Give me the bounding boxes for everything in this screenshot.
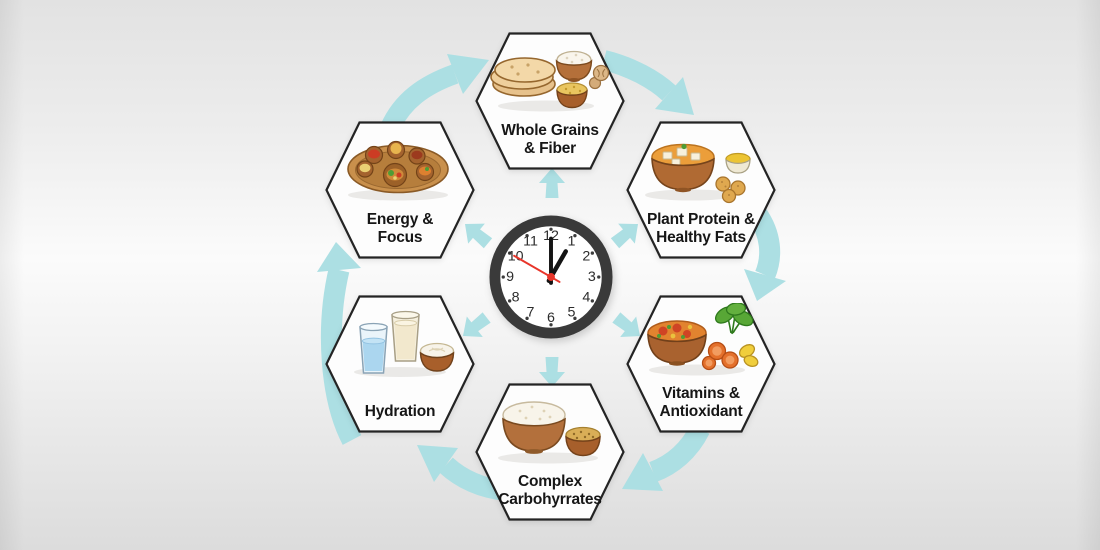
thali-icon [347, 140, 449, 201]
complex-carbs-icon [498, 401, 601, 464]
clock-numbers: 12 1 2 3 4 5 6 7 8 9 10 11 [506, 228, 596, 326]
yogurt-bowl [419, 342, 455, 372]
arrow-vitamins-to-complex-carbs [622, 423, 710, 491]
node-label: Whole Grains & Fiber [501, 121, 599, 158]
small-arrow-to-energy [465, 223, 493, 249]
node-vitamins-antioxidant: Vitamins & Antioxidant [626, 295, 776, 433]
laddu-balls [715, 176, 746, 204]
node-label: Vitamins & Antioxidant [659, 384, 743, 421]
vitamins-icon [647, 303, 759, 376]
small-arrow-to-complex-carbs [539, 357, 565, 387]
node-plant-protein-healthy-fats: Plant Protein & Healthy Fats [626, 121, 776, 259]
thali-bowls [356, 140, 435, 188]
lemon-wedges [738, 344, 759, 367]
small-arrow-to-vitamins [612, 312, 640, 338]
walnut [588, 64, 610, 90]
rice-bowl-large [502, 401, 566, 454]
clock-center-pin [547, 273, 555, 281]
small-arrow-to-whole-grains [539, 168, 565, 198]
svg-text:12: 12 [543, 228, 559, 244]
hydration-icon [354, 310, 455, 377]
arrow-energy-to-whole-grains [380, 54, 489, 133]
spinach-leaves [714, 303, 754, 335]
svg-text:8: 8 [512, 289, 520, 305]
plant-protein-icon [645, 143, 751, 204]
node-label: Complex Carbohyrrates [498, 472, 602, 509]
small-arrow-to-hydration [463, 312, 491, 338]
rice-bowl [555, 50, 593, 82]
svg-text:9: 9 [506, 269, 514, 285]
milk-glass [391, 310, 420, 362]
clock: 12 1 2 3 4 5 6 7 8 9 10 11 [487, 213, 615, 346]
svg-text:6: 6 [547, 310, 555, 326]
svg-text:3: 3 [588, 269, 596, 285]
node-label: Energy & Focus [366, 210, 434, 247]
node-whole-grains-fiber: Whole Grains & Fiber [475, 32, 625, 170]
paneer-curry-bowl [651, 143, 715, 193]
small-arrow-to-plant-protein [610, 223, 638, 249]
clock-face: 12 1 2 3 4 5 6 7 8 9 10 11 [489, 215, 613, 339]
clock-tick-dots [501, 227, 601, 327]
node-energy-focus: Energy & Focus [325, 121, 475, 259]
svg-text:7: 7 [527, 304, 535, 320]
arrow-whole-grains-to-plant-protein [601, 50, 694, 115]
ghee-bowl [725, 152, 751, 174]
svg-text:11: 11 [523, 234, 538, 250]
lentil-bowl [556, 82, 588, 109]
svg-text:4: 4 [582, 289, 590, 305]
water-glass [359, 322, 388, 374]
node-complex-carbohydrates: Complex Carbohyrrates [475, 383, 625, 521]
node-hydration: Hydration [325, 295, 475, 433]
vegetable-curry-bowl [647, 320, 707, 366]
node-label: Plant Protein & Healthy Fats [646, 210, 756, 247]
svg-text:5: 5 [568, 304, 576, 320]
node-label: Hydration [364, 403, 436, 421]
svg-text:2: 2 [582, 249, 590, 265]
roti-stack [490, 57, 556, 97]
svg-text:1: 1 [568, 234, 576, 250]
carrot-slices [701, 341, 739, 371]
whole-grains-icon [490, 50, 610, 112]
grain-bowl-small [565, 426, 601, 457]
